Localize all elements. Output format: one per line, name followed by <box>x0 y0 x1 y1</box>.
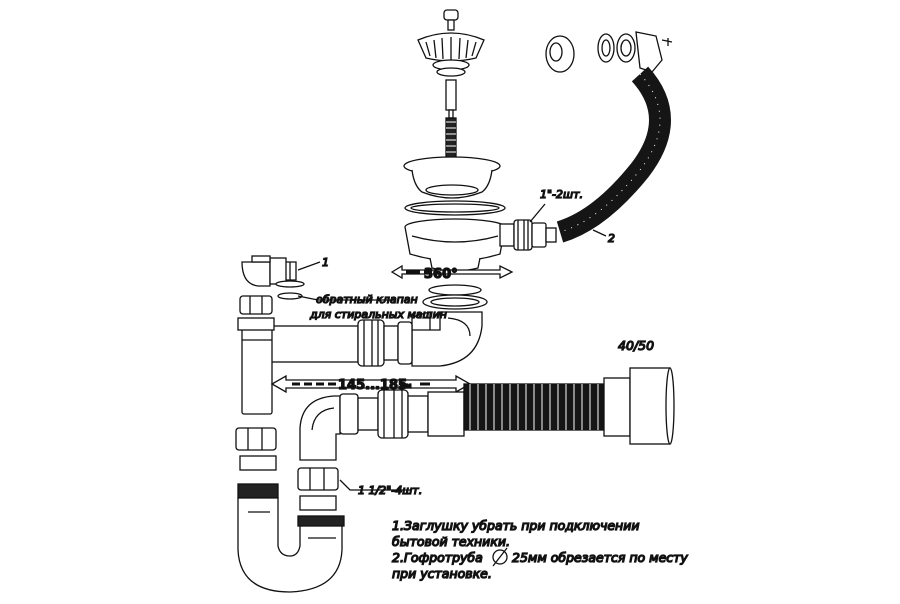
left-tee <box>237 317 275 415</box>
note-2-line-3: при установке. <box>392 566 492 581</box>
trap-nut-right <box>297 467 339 491</box>
overflow-parts <box>597 31 673 73</box>
drain-flange <box>403 156 501 199</box>
strainer-basket <box>417 9 485 77</box>
hose-callout-number: 2 <box>608 232 615 245</box>
rotation-label: 360° <box>424 267 458 282</box>
diameter-icon <box>492 547 508 567</box>
overflow-hose <box>556 66 671 243</box>
nut-count-label: 1 1/2"-4шт. <box>358 484 422 497</box>
left-nut <box>239 295 273 315</box>
lower-elbow <box>299 395 341 461</box>
p-trap <box>237 483 345 593</box>
check-valve-label-1: обратный клапан <box>316 293 418 306</box>
drain-elbow <box>411 311 483 367</box>
pipe-size-label: 40/50 <box>618 338 654 353</box>
lower-couplings <box>339 389 465 439</box>
overflow-cap <box>545 35 575 73</box>
length-unit: мм <box>400 382 412 390</box>
horizontal-pipe <box>267 319 413 367</box>
note-1-line-2: бытовой техники. <box>392 534 510 549</box>
elbow-callout-number: 1 <box>322 256 329 269</box>
hose-end-adapter <box>603 367 675 445</box>
corrugated-hose <box>463 383 605 431</box>
trap-nut-left <box>235 427 277 451</box>
drain-body <box>404 218 506 272</box>
check-valve-rings <box>275 280 305 300</box>
note-1-line-1: 1.Заглушку убрать при подключении <box>392 518 639 533</box>
check-valve-label-2: для стиральных машин <box>309 308 447 321</box>
bowl-lower-parts <box>422 284 488 310</box>
flange-gasket <box>404 200 506 216</box>
hose-barb-elbow <box>241 255 297 287</box>
leader-lines <box>297 203 607 491</box>
rotation-arrow <box>390 264 514 280</box>
trap-ring-left <box>239 455 277 471</box>
note-2-line-1: 2.Гофротруба <box>392 550 483 565</box>
note-2-line-2: 25мм обрезается по месту <box>512 550 688 565</box>
gasket-count-label: 1"-2шт. <box>540 188 583 201</box>
strainer-stem <box>445 79 457 159</box>
installation-notes: 1.Заглушку убрать при подключении бытово… <box>391 517 689 581</box>
overflow-coupling <box>499 219 557 251</box>
trap-ring-right <box>299 495 337 511</box>
